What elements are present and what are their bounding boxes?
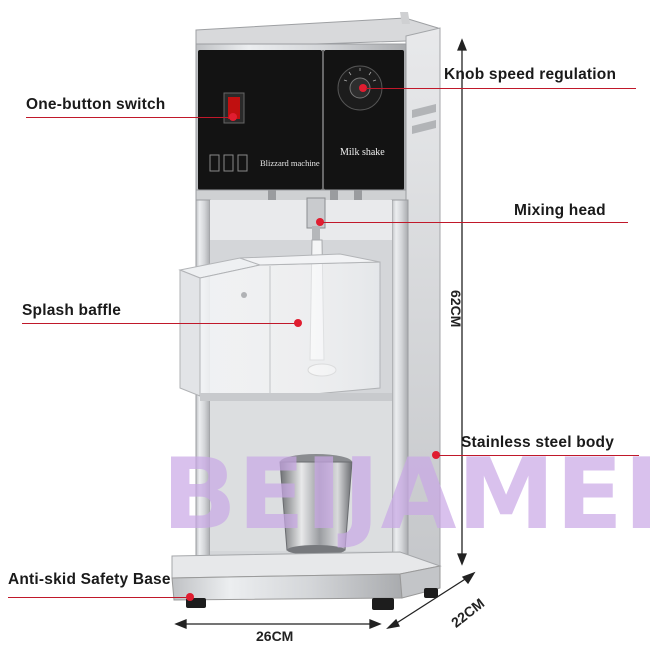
dimension-width: 26CM [256,628,294,644]
callout-splash-baffle: Splash baffle [22,302,122,319]
callout-line [366,88,636,90]
callout-line [323,222,628,224]
callout-line [8,597,188,599]
panel-label-milkshake: Milk shake [340,147,385,158]
callout-line [22,323,296,325]
callout-dot [432,451,440,459]
callout-line [26,117,231,119]
callout-dot [359,84,367,92]
callout-dot [294,319,302,327]
callout-dot [186,593,194,601]
callout-one-button-switch: One-button switch [26,96,166,113]
callout-dot [316,218,324,226]
callout-anti-skid-safety-base: Anti-skid Safety Base [8,571,171,588]
panel-label-blizzard: Blizzard machine [260,158,320,168]
brand-watermark: BEIJAMEI [162,438,650,552]
callout-line [439,455,639,457]
callout-mixing-head: Mixing head [514,202,606,219]
callout-knob-speed-regulation: Knob speed regulation [444,66,617,83]
callout-dot [229,113,237,121]
dimension-height: 62CM [448,290,464,328]
callout-stainless-steel-body: Stainless steel body [461,434,615,451]
